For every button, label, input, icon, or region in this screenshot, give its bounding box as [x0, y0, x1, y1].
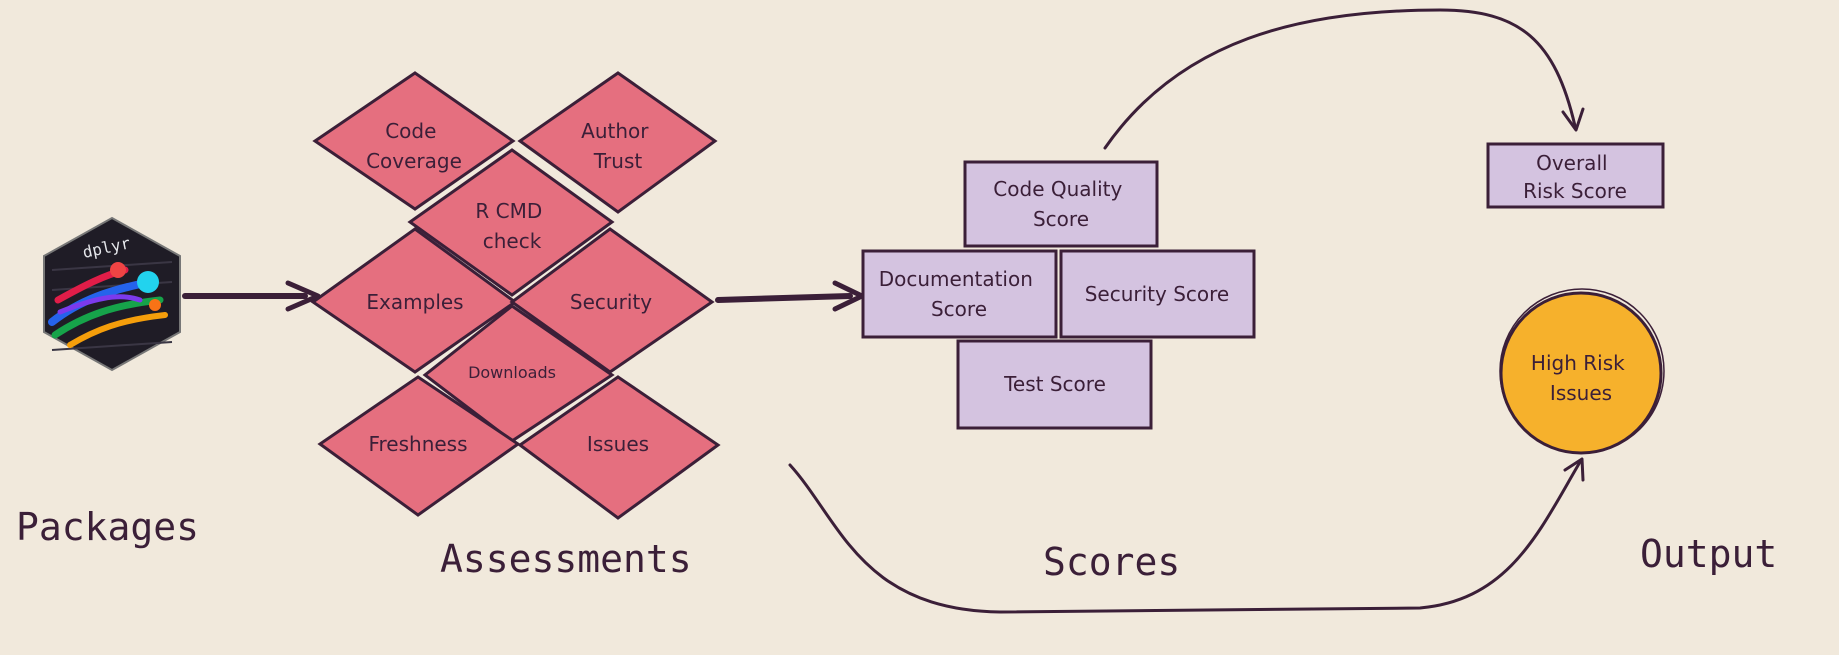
r-cmd-check-line1: R CMD	[475, 199, 542, 223]
issues-to-high-risk-arrow	[788, 460, 1582, 614]
section-label-output: Output	[1640, 532, 1777, 576]
score-security: Security Score	[1059, 249, 1256, 339]
high-risk-line1: High Risk	[1531, 351, 1625, 375]
assessment-code-coverage: Code Coverage	[312, 71, 516, 211]
code-quality-line1: Code Quality	[993, 177, 1122, 201]
code-coverage-line1: Code	[385, 119, 436, 143]
freshness-label: Freshness	[368, 432, 467, 456]
downloads-label: Downloads	[468, 363, 556, 382]
overall-risk-line2: Risk Score	[1523, 179, 1627, 203]
svg-text:Documentation Score: Documentation Score	[879, 267, 1040, 321]
svg-text:High Risk Issues: High Risk Issues	[1531, 351, 1631, 405]
score-code-quality: Code Quality Score	[963, 160, 1159, 248]
r-cmd-check-line2: check	[483, 229, 542, 253]
code-quality-line2: Score	[1033, 207, 1089, 231]
score-test: Test Score	[956, 339, 1153, 430]
security-score-label: Security Score	[1085, 282, 1230, 306]
author-trust-line1: Author	[581, 119, 649, 143]
scores-to-overall-risk-arrow	[1103, 8, 1577, 150]
assessment-examples: Examples	[310, 227, 518, 374]
dplyr-hex-logo: dplyr	[43, 216, 181, 372]
author-trust-line2: Trust	[593, 149, 643, 173]
documentation-line2: Score	[931, 297, 987, 321]
assessment-r-cmd-check: R CMD check	[407, 148, 615, 297]
section-label-assessments: Assessments	[440, 537, 692, 581]
security-label: Security	[570, 290, 652, 314]
high-risk-line2: Issues	[1550, 381, 1612, 405]
section-label-scores: Scores	[1043, 540, 1180, 584]
documentation-line1: Documentation	[879, 267, 1033, 291]
svg-text:R CMD check: R CMD check	[475, 199, 548, 253]
score-documentation: Documentation Score	[861, 249, 1058, 339]
svg-text:Code Quality Score: Code Quality Score	[993, 177, 1128, 231]
examples-label: Examples	[366, 290, 463, 314]
code-coverage-line2: Coverage	[366, 149, 462, 173]
section-label-packages: Packages	[16, 505, 199, 549]
overall-risk-line1: Overall	[1536, 151, 1607, 175]
assessment-issues: Issues	[517, 375, 721, 520]
assessment-author-trust: Author Trust	[517, 71, 718, 214]
output-overall-risk-score: Overall Risk Score	[1486, 142, 1665, 209]
svg-text:Overall Risk Score: Overall Risk Score	[1523, 151, 1627, 203]
svg-text:Code Coverage: Code Coverage	[366, 119, 462, 173]
issues-label: Issues	[587, 432, 649, 456]
output-high-risk-issues: High Risk Issues	[1499, 288, 1665, 455]
assessments-to-scores-arrow	[715, 293, 853, 303]
svg-text:Author Trust: Author Trust	[581, 119, 655, 173]
test-score-label: Test Score	[1003, 372, 1106, 396]
assessment-freshness: Freshness	[317, 375, 521, 517]
